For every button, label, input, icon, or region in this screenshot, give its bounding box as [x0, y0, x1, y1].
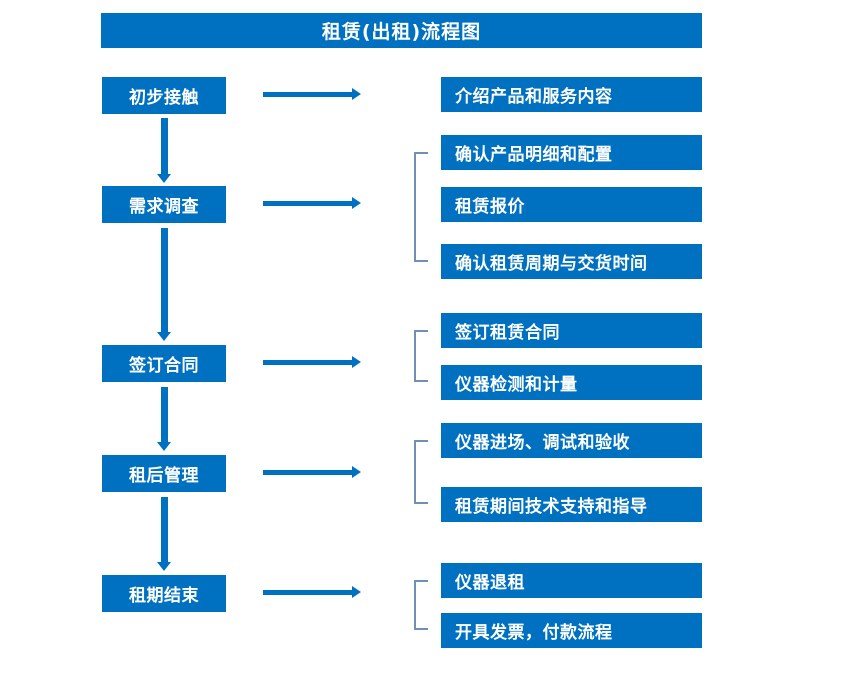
detail-box-sign-lease-contract[interactable]: 签订租赁合同 — [441, 313, 702, 348]
horizontal-arrow-needs-survey — [263, 197, 361, 209]
detail-box-confirm-product-details[interactable]: 确认产品明细和配置 — [441, 135, 702, 170]
detail-box-instrument-inspection[interactable]: 仪器检测和计量 — [441, 365, 702, 400]
detail-box-introduce-products[interactable]: 介绍产品和服务内容 — [441, 77, 702, 112]
detail-box-technical-support[interactable]: 租赁期间技术支持和指导 — [441, 487, 702, 522]
group-bracket-lease-end — [414, 580, 428, 630]
horizontal-arrow-post-rental-management — [263, 466, 361, 478]
vertical-arrow-management-to-leaseend — [157, 497, 171, 572]
detail-box-confirm-lease-period[interactable]: 确认租赁周期与交货时间 — [441, 244, 702, 279]
detail-box-instrument-delivery-commissioning[interactable]: 仪器进场、调试和验收 — [441, 423, 702, 458]
group-bracket-sign-contract — [414, 330, 428, 382]
detail-box-rental-quote[interactable]: 租赁报价 — [441, 187, 702, 222]
horizontal-arrow-lease-end — [263, 586, 361, 598]
stage-box-post-rental-management[interactable]: 租后管理 — [102, 455, 226, 492]
stage-box-needs-survey[interactable]: 需求调查 — [102, 186, 226, 223]
stage-box-initial-contact[interactable]: 初步接触 — [102, 77, 226, 114]
vertical-arrow-needs-to-contract — [157, 228, 171, 342]
vertical-arrow-contract-to-management — [157, 387, 171, 452]
stage-box-sign-contract[interactable]: 签订合同 — [102, 345, 226, 382]
flowchart-title: 租赁(出租)流程图 — [101, 13, 702, 48]
detail-box-invoice-payment[interactable]: 开具发票，付款流程 — [441, 613, 702, 648]
group-bracket-post-rental-management — [414, 440, 428, 504]
horizontal-arrow-sign-contract — [263, 356, 361, 368]
vertical-arrow-initial-to-needs — [157, 118, 171, 184]
stage-box-lease-end[interactable]: 租期结束 — [102, 575, 226, 612]
horizontal-arrow-initial-contact — [263, 88, 361, 100]
detail-box-instrument-return[interactable]: 仪器退租 — [441, 563, 702, 598]
group-bracket-needs-survey — [414, 152, 428, 262]
